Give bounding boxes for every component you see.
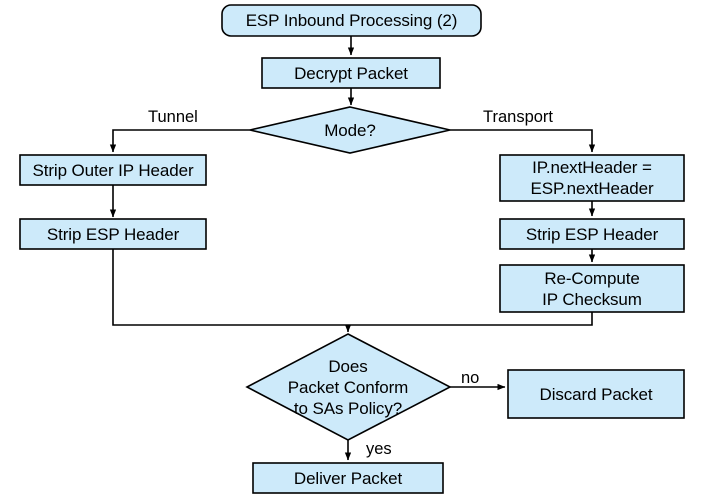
node-strip-esp-left-shape bbox=[19, 218, 207, 250]
edge-merge-bar bbox=[112, 249, 593, 326]
connector-group bbox=[109, 35, 596, 461]
edge-mode-tunnel bbox=[109, 129, 250, 153]
node-strip-outer-shape bbox=[19, 154, 207, 186]
node-conform-shape bbox=[245, 333, 452, 441]
node-deliver-shape bbox=[252, 462, 444, 494]
node-decrypt-shape bbox=[261, 57, 441, 89]
node-discard-shape bbox=[507, 369, 685, 419]
node-recompute-shape bbox=[499, 264, 685, 313]
edge-mode-transport bbox=[450, 129, 596, 153]
node-strip-esp-right-shape bbox=[499, 218, 685, 250]
node-next-header-shape bbox=[499, 154, 685, 202]
node-start-shape bbox=[221, 4, 482, 37]
node-mode-shape bbox=[249, 106, 451, 154]
